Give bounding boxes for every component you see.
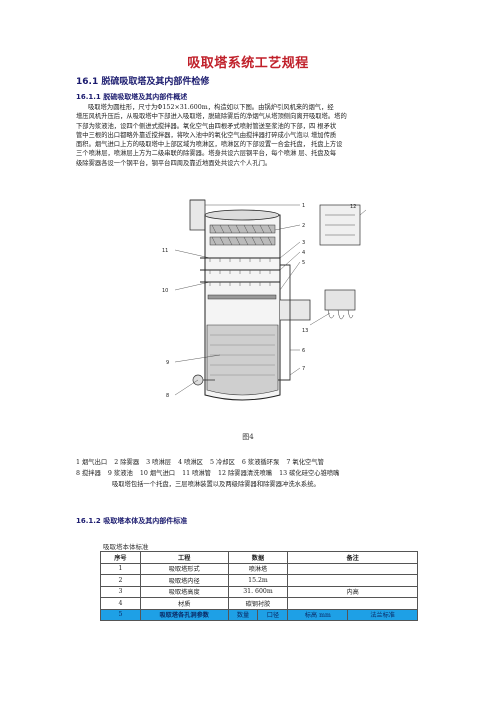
table-cell: 吸取塔高度: [139, 585, 229, 598]
figure-label: 13: [302, 328, 308, 334]
paragraph-line: 下部为浆液池，设四个侧进式搅拌器。氧化空气由四根矛式喷射管送至浆池的下部，四 根…: [76, 122, 337, 130]
table-cell: [287, 574, 418, 587]
legend-item: 1 烟气出口: [76, 459, 108, 466]
legend-line-1: 1 烟气出口 2 除雾器 3 喷淋层 4 喷淋区 5 冷却区 6 浆液循环泵 7…: [76, 458, 436, 468]
figure-label: 10: [162, 288, 168, 294]
figure-label: 8: [166, 393, 169, 399]
table-cell: 碳钢衬胶: [227, 597, 289, 610]
figure-label: 12: [350, 204, 356, 210]
header-cell: 工程: [139, 551, 229, 564]
figure-label: 11: [162, 248, 168, 254]
legend-item: 5 冷却区: [209, 459, 235, 466]
legend-item: 3 喷淋层: [146, 459, 172, 466]
table-cell: 标高 mm: [287, 608, 349, 621]
figure-label: 9: [166, 360, 169, 366]
table-cell: 31. 600m: [227, 585, 289, 598]
section-heading-16-1-1: 16.1.1 脱硫吸取塔及其内部件概述: [76, 93, 188, 101]
table-cell: 吸取塔各孔洞参数: [139, 608, 229, 621]
legend-item: 7 氧化空气管: [286, 459, 324, 466]
legend-item: 10 烟气进口: [139, 470, 176, 477]
legend-item: 8 搅拌器: [76, 470, 101, 477]
legend-item: 12 除雾器清洗喷嘴: [217, 470, 273, 477]
legend-summary: 吸取塔包括一个托盘，三层喷淋装置以及两级除雾器和除雾器冲洗水系统。: [112, 481, 320, 488]
figure-caption: 图4: [242, 433, 254, 441]
table-row: 3 吸取塔高度 31. 600m 内高: [100, 585, 418, 598]
table-cell: 法兰标准: [347, 608, 418, 621]
figure-label: 7: [302, 366, 305, 372]
section-heading-16-1-2: 16.1.2 吸取塔本体及其内部件标准: [76, 517, 188, 525]
figure-label: 5: [302, 260, 305, 266]
table-cell: [287, 597, 418, 610]
table-cell: 4: [100, 597, 141, 610]
table-header-row: 序号 工程 数据 备注: [100, 551, 418, 564]
table-cell: 2: [100, 574, 141, 587]
table-cell: 吸取塔内径: [139, 574, 229, 587]
table-cell: 内高: [287, 585, 418, 598]
table-row-highlighted: 5 吸取塔各孔洞参数 数量 口径 标高 mm 法兰标准: [100, 608, 418, 621]
header-cell: 备注: [287, 551, 418, 564]
paragraph-line: 面积。烟气进口上方的吸取塔中上部区域为喷淋区，喷淋区的下部设置一合金托盘， 托盘…: [76, 141, 343, 149]
absorber-tower-diagram: 1 2 3 4 5 6 7 8 9 10 11: [162, 199, 311, 401]
nozzle-detail-diagram: 12 13: [302, 204, 367, 334]
paragraph-line: 管中三根的出口都略外靠近搅拌器，将吹入池中的氧化空气由搅拌器打碎成小气泡以 增加…: [76, 131, 337, 139]
overview-paragraph: 吸取塔为圆柱形，尺寸为Φ152×31.600m，构造如以下图。由锅炉引风机来的烟…: [76, 103, 432, 168]
table-cell: [287, 562, 418, 575]
page-title: 吸取塔系统工艺规程: [187, 56, 309, 71]
legend-item: 11 喷淋管: [182, 470, 211, 477]
legend-item: 9 浆液池: [107, 470, 133, 477]
paragraph-line: 级除雾器各设一个钢平台，钢平台四周及靠近地面处共设六个人孔门。: [76, 159, 272, 167]
table-row: 1 吸取塔形式 喷淋塔: [100, 562, 418, 575]
table-title: 吸取塔本体标准: [103, 543, 149, 551]
table-row: 2 吸取塔内径 15.2m: [100, 574, 418, 587]
legend-item: 2 除雾器: [114, 459, 140, 466]
legend-item: 13 碳化硅空心锥喷嘴: [279, 470, 340, 477]
figure-label: 4: [302, 250, 305, 256]
absorber-spec-table: 序号 工程 数据 备注 1 吸取塔形式 喷淋塔 2 吸取塔内径 15.2m 3 …: [100, 551, 418, 621]
legend-item: 4 喷淋区: [178, 459, 203, 466]
table-cell: 1: [100, 562, 141, 575]
figure-label: 6: [302, 348, 305, 354]
table-row: 4 材质 碳钢衬胶: [100, 597, 418, 610]
paragraph-line: 吸取塔为圆柱形，尺寸为Φ152×31.600m，构造如以下图。由锅炉引风机来的烟…: [88, 104, 334, 111]
table-cell: 喷淋塔: [227, 562, 289, 575]
table-cell: 5: [100, 608, 141, 621]
figure-label: 2: [302, 223, 305, 229]
legend-line-2: 8 搅拌器 9 浆液池 10 烟气进口 11 喷淋管 12 除雾器清洗喷嘴 13…: [76, 469, 436, 479]
table-cell: 口径: [257, 608, 289, 621]
figure-label: 3: [302, 240, 305, 246]
paragraph-line: 三个喷淋层，喷淋层上方为二级串联的除雾器。塔身共设六层钢平台，每个喷淋 层、托盘…: [76, 150, 337, 158]
table-cell: 吸取塔形式: [139, 562, 229, 575]
header-cell: 数据: [227, 551, 289, 564]
figure-label: 1: [302, 203, 305, 209]
section-heading-16-1: 16.1 脱硫吸取塔及其内部件检修: [76, 77, 210, 87]
paragraph-line: 增压风机升压后，从吸取塔中下部进入吸取塔，脱硫除雾后的净烟气从塔顶侧向离开吸取塔…: [76, 113, 347, 121]
table-cell: 数量: [227, 608, 259, 621]
table-cell: 3: [100, 585, 141, 598]
header-cell: 序号: [100, 551, 141, 564]
table-cell: 15.2m: [227, 574, 289, 587]
table-cell: 材质: [139, 597, 229, 610]
legend-item: 6 浆液循环泵: [241, 459, 280, 466]
